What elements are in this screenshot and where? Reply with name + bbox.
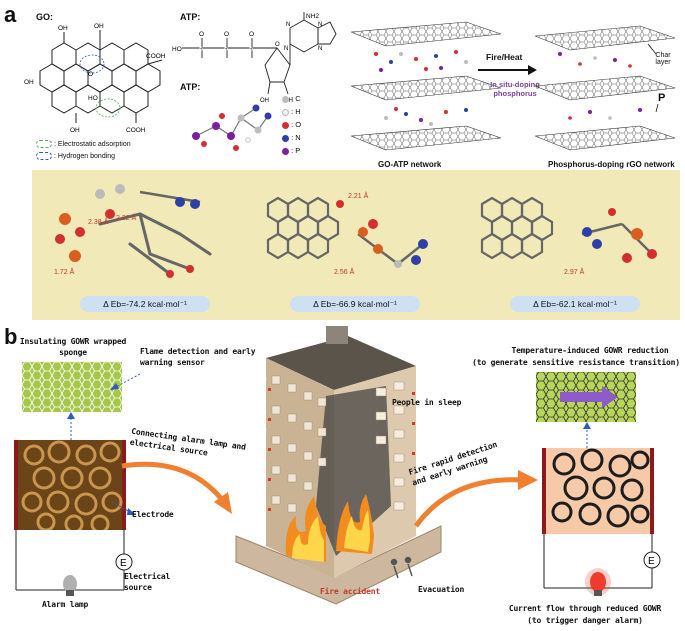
atp-3d-model [192, 104, 272, 151]
go-structure: OH OH OH OH HO COOH COOH O [24, 23, 166, 134]
distance-label-2: 2.22 Å [116, 213, 137, 222]
atp-label: ATP: [180, 12, 201, 22]
electrode-label: Electrode [132, 510, 174, 519]
atp-group-6: P [224, 47, 228, 54]
go-group-4: HO [88, 95, 98, 102]
panel-b-label: b [4, 324, 18, 349]
right-circuit: E [543, 534, 661, 596]
atp-group-11: N [284, 46, 288, 52]
atp-group-5: P [199, 47, 203, 54]
reduced-gowr-sheet [536, 372, 636, 422]
electrode-arrow [111, 501, 136, 515]
people-sleep-label: People in sleep [392, 398, 462, 407]
evacuation-label: Evacuation [418, 585, 465, 594]
atp-group-4: HO [172, 46, 182, 53]
legend-hydrogen-swatch [36, 152, 52, 160]
energy-pill-2: Δ Eb=-66.9 kcal·mol⁻¹ [290, 296, 420, 312]
p-mark: P [658, 92, 666, 104]
go-group-1: OH [94, 23, 104, 30]
atp-group-7: P [249, 47, 253, 54]
go-group-2: OH [24, 79, 34, 86]
binding-config-1: 2.38 Å 2.22 Å 1.72 Å [54, 184, 212, 278]
atp-group-3: O [249, 31, 254, 38]
go-atp-network [350, 21, 502, 151]
char-layer-label: Char layer [655, 52, 671, 66]
go-group-5: COOH [146, 53, 166, 60]
right-source-e: E [648, 556, 655, 567]
atom-legend-n: : N [282, 131, 301, 144]
distance-label-5: 2.56 Å [334, 267, 355, 276]
building [235, 326, 442, 605]
legend-hydrogen-text: : Hydrogen bonding [53, 152, 116, 160]
alarm-lamp-label: Alarm lamp [42, 600, 89, 609]
binding-config-2: 2.21 Å 2.56 Å [266, 191, 428, 276]
distance-label-6: 2.97 Å [564, 267, 585, 276]
atp-group-10: N [318, 46, 322, 52]
flame-detection-label: Flame detection and early warning sensor [140, 347, 256, 367]
current-flow-label: Current flow through reduced GOWR [508, 604, 662, 613]
go-group-0: OH [58, 25, 68, 32]
energy-pill-1: Δ Eb=-74.2 kcal·mol⁻¹ [80, 296, 210, 312]
insulating-gowr-sheet [22, 362, 122, 412]
left-circuit: E [15, 530, 133, 596]
rgo-network [534, 25, 676, 151]
rapid-flame-label: Rapid flame spread [258, 356, 267, 440]
electrical-source-label: Electrical source [124, 572, 171, 592]
legend-electrostatic: : Electrostatic adsorption [36, 140, 131, 148]
distance-label-4: 2.21 Å [348, 191, 369, 200]
binding-band [32, 170, 680, 320]
dashed-arrow-up-right [583, 422, 591, 448]
go-group-7: O [88, 71, 93, 78]
atp-label-3d: ATP: [180, 82, 201, 92]
fire-accident-label: Fire accident [320, 587, 381, 596]
atp-group-13: OH [260, 98, 269, 104]
dashed-arrow-up-left [67, 412, 75, 440]
insulating-label: Insulating GOWR wrapped sponge [19, 337, 127, 357]
go-group-3: OH [70, 127, 80, 134]
go-atp-caption: GO-ATP network [378, 160, 442, 169]
atom-legend: : C : H : O : N : P [282, 92, 301, 157]
atp-group-2: O [224, 31, 229, 38]
binding-config-3: 2.97 Å [480, 196, 657, 276]
fire-heat-label: Fire/Heat [486, 52, 523, 62]
go-label: GO: [36, 12, 53, 22]
sponge [14, 440, 126, 530]
reduced-sponge [542, 448, 654, 534]
temp-induced-sublabel: (to generate sensitive resistance transi… [472, 358, 680, 367]
left-source-e: E [120, 558, 127, 569]
atp-group-0: NH2 [306, 13, 319, 20]
atp-group-1: O [199, 31, 204, 38]
atp-group-8: N [286, 22, 290, 28]
rgo-caption: Phosphorus-doping rGO network [548, 160, 675, 169]
temp-induced-label: Temperature-induced GOWR reduction [511, 346, 669, 355]
atp-group-9: N [318, 22, 322, 28]
fire-heat-arrow [478, 65, 537, 75]
in-situ-label: In situ-doping phosphorus [490, 80, 540, 98]
atp-structure: NH2 O O O HO P P P N N N N O OH OH [172, 12, 337, 104]
atom-legend-o: : O [282, 118, 301, 131]
panel-a-label: a [4, 2, 17, 27]
energy-pill-3: Δ Eb=-62.1 kcal·mol⁻¹ [510, 296, 640, 312]
atp-group-12: O [275, 42, 280, 48]
atom-legend-p: : P [282, 144, 301, 157]
distance-label-3: 1.72 Å [54, 267, 75, 276]
left-orange-arrow [121, 461, 232, 514]
legend-hydrogen: : Hydrogen bonding [36, 152, 115, 160]
legend-electrostatic-swatch [36, 140, 52, 148]
atom-legend-h: : H [282, 105, 301, 118]
legend-electrostatic-text: : Electrostatic adsorption [53, 140, 131, 148]
atom-legend-c: : C [282, 92, 301, 105]
distance-label-1: 2.38 Å [88, 217, 109, 226]
right-orange-arrow [413, 470, 538, 528]
flame-detection-arrow [110, 373, 141, 390]
go-group-6: COOH [126, 127, 146, 134]
current-flow-sublabel: (to trigger danger alarm) [527, 616, 643, 625]
